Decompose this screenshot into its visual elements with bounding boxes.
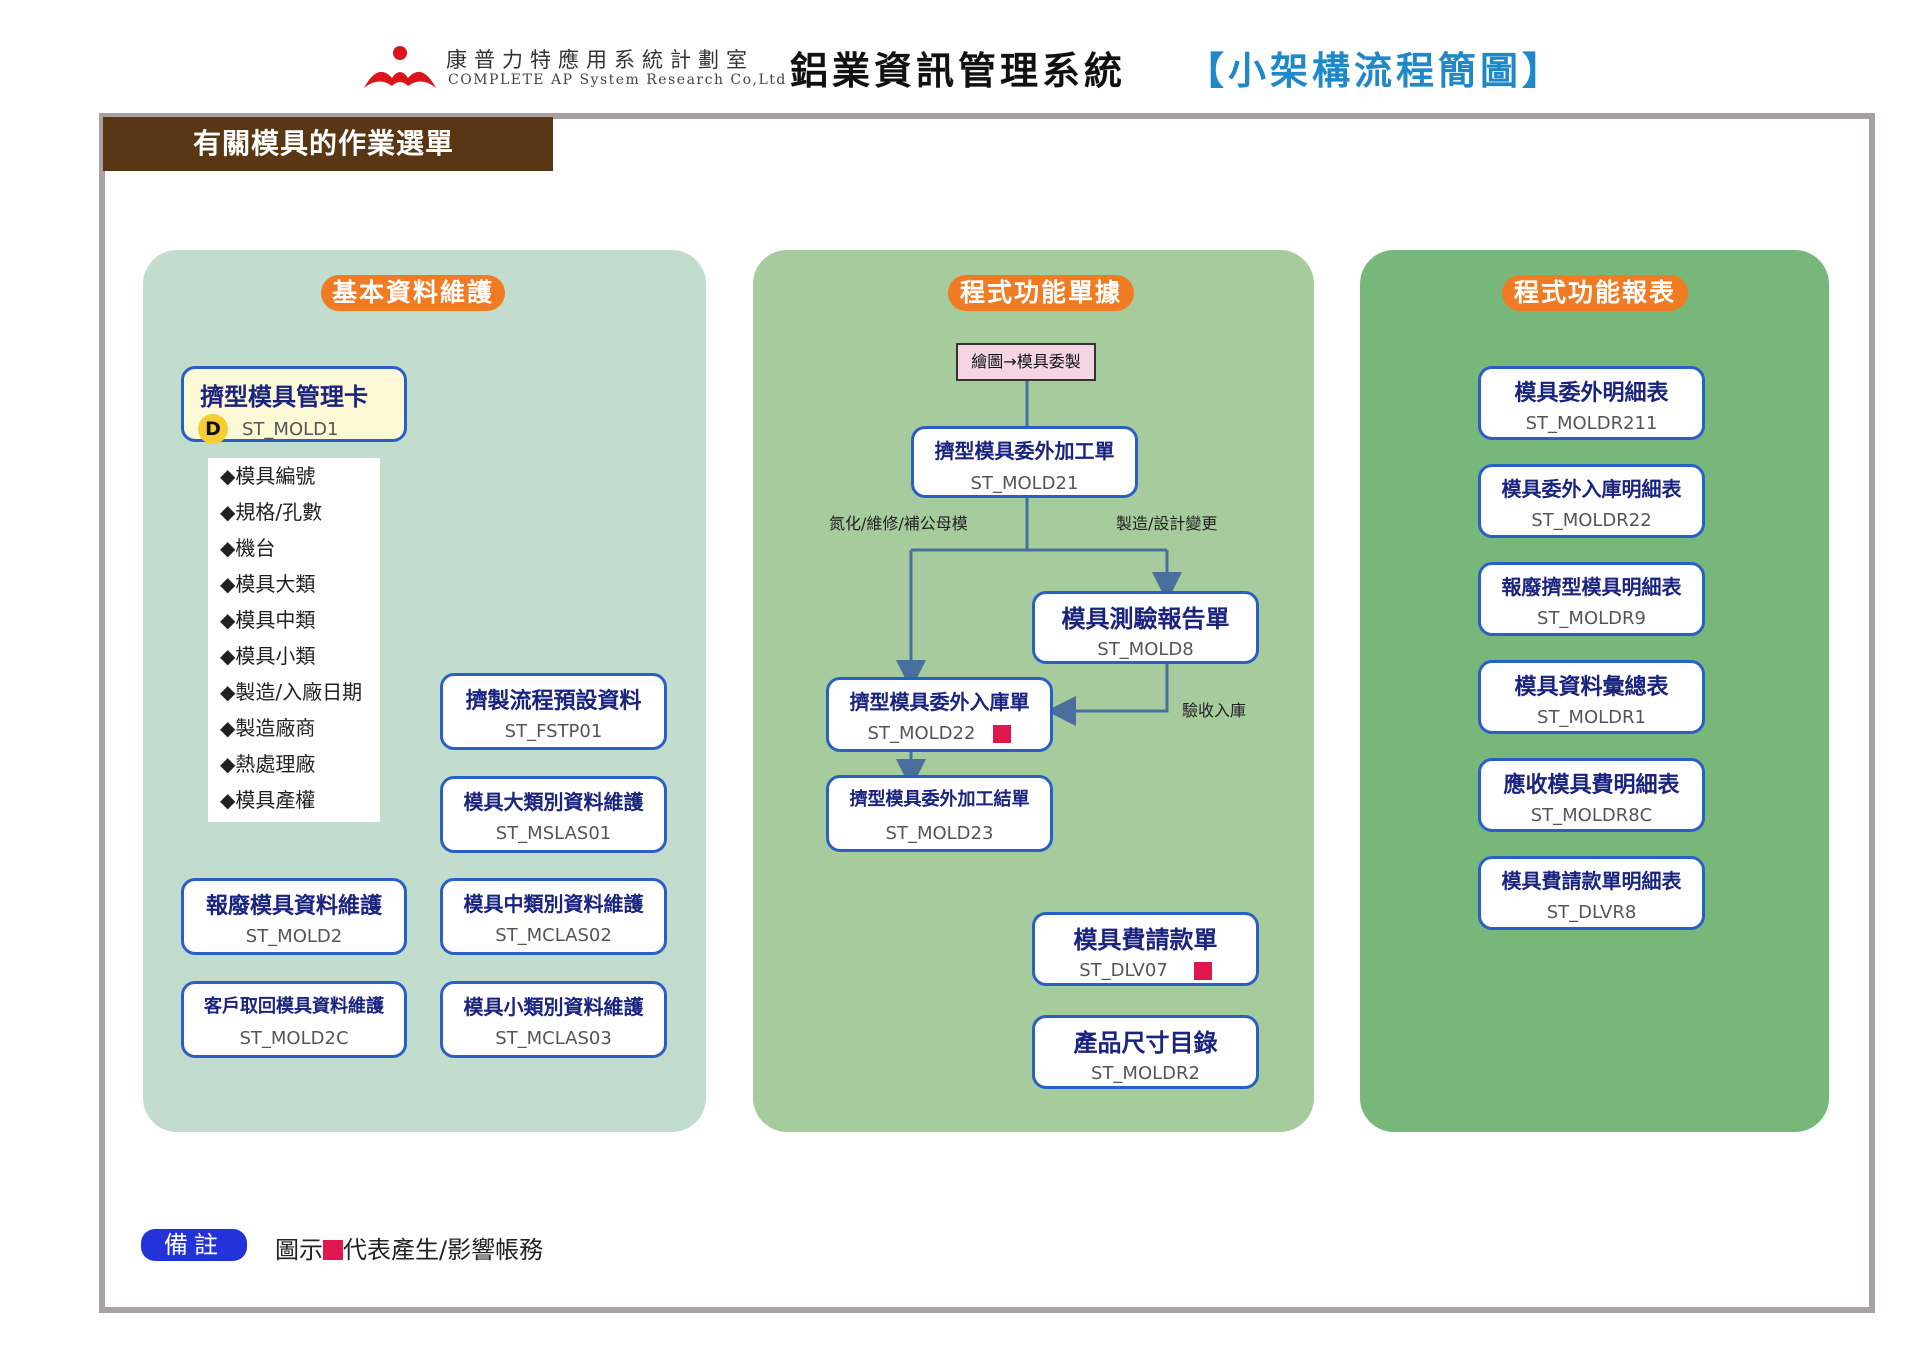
box-code: ST_MOLD21	[970, 473, 1079, 494]
box-title: 報廢模具資料維護	[205, 894, 382, 919]
box-st-mold23[interactable]: 擠型模具委外加工結單 ST_MOLD23	[826, 775, 1053, 852]
box-code: ST_MCLAS02	[495, 925, 612, 946]
box-st-mslas01[interactable]: 模具大類別資料維護 ST_MSLAS01	[440, 776, 667, 853]
box-title: 應收模具費明細表	[1503, 773, 1680, 798]
list-item: ◆製造/入廠日期	[220, 680, 363, 704]
box-code: ST_MOLDR211	[1525, 413, 1658, 434]
box-code: ST_DLVR8	[1546, 902, 1637, 923]
mold-card-title: 擠型模具管理卡	[200, 383, 368, 411]
box-st-moldr211[interactable]: 模具委外明細表 ST_MOLDR211	[1478, 366, 1705, 440]
flow-start-node: 繪圖→模具委製	[956, 343, 1096, 381]
box-title: 擠製流程預設資料	[465, 689, 642, 714]
company-name-en: COMPLETE AP System Research Co,Ltd	[448, 72, 787, 88]
system-title: 鋁業資訊管理系統	[790, 49, 1127, 93]
box-st-mclas03[interactable]: 模具小類別資料維護 ST_MCLAS03	[440, 981, 667, 1058]
box-code: ST_MOLD2C	[239, 1028, 349, 1049]
system-subtitle: 【小架構流程簡圖】	[1186, 49, 1565, 93]
box-code: ST_MOLDR2	[1091, 1063, 1200, 1084]
box-code: ST_MOLDR8C	[1530, 805, 1653, 826]
accounting-mark-icon	[323, 1240, 343, 1260]
box-code: ST_MOLDR1	[1537, 707, 1646, 728]
mold-card-code: ST_MOLD1	[242, 418, 339, 440]
accounting-mark-icon	[1193, 961, 1212, 980]
flow-connectors	[896, 381, 1182, 789]
box-title: 模具小類別資料維護	[463, 995, 644, 1019]
box-code: ST_MOLD8	[1097, 639, 1194, 660]
note-text-after: 代表產生/影響帳務	[343, 1236, 544, 1264]
box-st-mold2c[interactable]: 客戶取回模具資料維護 ST_MOLD2C	[181, 981, 407, 1058]
connector-accept	[1046, 664, 1169, 726]
main-frame	[99, 113, 1875, 1313]
list-item: ◆機台	[220, 536, 276, 560]
box-code: ST_MSLAS01	[495, 823, 612, 844]
company-name-cn: 康普力特應用系統計劃室	[446, 48, 754, 72]
box-st-mold21[interactable]: 擠型模具委外加工單 ST_MOLD21	[911, 426, 1138, 498]
box-title: 擠型模具委外加工單	[934, 439, 1115, 463]
box-title: 模具委外明細表	[1514, 381, 1669, 406]
box-st-dlvr8[interactable]: 模具費請款單明細表 ST_DLVR8	[1478, 856, 1705, 930]
note-text: 圖示代表產生/影響帳務	[275, 1230, 543, 1265]
box-title: 模具中類別資料維護	[463, 892, 644, 916]
box-code: ST_MOLD2	[245, 926, 343, 947]
box-title: 模具資料彙總表	[1514, 675, 1669, 700]
company-logo	[364, 46, 436, 88]
box-st-moldr1[interactable]: 模具資料彙總表 ST_MOLDR1	[1478, 660, 1705, 734]
box-title: 模具費請款單	[1073, 926, 1218, 954]
box-code: ST_MCLAS03	[495, 1028, 612, 1049]
list-item: ◆模具產權	[220, 788, 316, 812]
box-title: 報廢擠型模具明細表	[1501, 575, 1682, 599]
box-title: 擠型模具委外入庫單	[849, 690, 1030, 714]
menu-title: 有關模具的作業選單	[103, 117, 553, 171]
box-st-moldr22[interactable]: 模具委外入庫明細表 ST_MOLDR22	[1478, 464, 1705, 538]
panel-forms-label: 程式功能單據	[948, 275, 1134, 311]
panel-basic-label: 基本資料維護	[321, 275, 505, 311]
box-st-mold22[interactable]: 擠型模具委外入庫單 ST_MOLD22	[826, 677, 1053, 752]
box-st-moldr9[interactable]: 報廢擠型模具明細表 ST_MOLDR9	[1478, 562, 1705, 636]
panel-reports-label: 程式功能報表	[1502, 275, 1688, 311]
box-st-fstp01[interactable]: 擠製流程預設資料 ST_FSTP01	[440, 673, 667, 750]
mold-management-card[interactable]: 擠型模具管理卡 D ST_MOLD1	[181, 366, 407, 444]
list-item: ◆規格/孔數	[220, 500, 323, 524]
note-text-before: 圖示	[275, 1236, 323, 1264]
box-title: 模具測驗報告單	[1061, 605, 1230, 633]
accounting-mark-icon	[993, 724, 1012, 743]
list-item: ◆模具小類	[220, 644, 316, 668]
box-st-mold8[interactable]: 模具測驗報告單 ST_MOLD8	[1032, 591, 1259, 664]
box-code: ST_MOLDR22	[1531, 510, 1652, 531]
note-label: 備註	[141, 1229, 247, 1261]
box-title: 模具委外入庫明細表	[1501, 477, 1682, 501]
box-st-dlv07[interactable]: 模具費請款單 ST_DLV07	[1032, 912, 1259, 986]
list-item: ◆模具編號	[220, 464, 316, 488]
list-item: ◆製造廠商	[220, 716, 316, 740]
list-item: ◆熱處理廠	[220, 752, 316, 776]
box-title: 擠型模具委外加工結單	[849, 789, 1030, 810]
list-item: ◆模具大類	[220, 572, 316, 596]
list-item: ◆模具中類	[220, 608, 316, 632]
mold-field-list: ◆模具編號 ◆規格/孔數 ◆機台 ◆模具大類 ◆模具中類 ◆模具小類 ◆製造/入…	[208, 458, 380, 822]
box-code: ST_FSTP01	[504, 721, 603, 742]
box-st-moldr8c[interactable]: 應收模具費明細表 ST_MOLDR8C	[1478, 758, 1705, 832]
box-title: 模具費請款單明細表	[1501, 869, 1682, 893]
edge-label-accept: 驗收入庫	[1182, 701, 1247, 720]
box-code: ST_MOLD22	[867, 723, 976, 744]
box-code: ST_DLV07	[1079, 960, 1168, 981]
box-title: 客戶取回模具資料維護	[204, 996, 384, 1017]
d-badge-icon: D	[198, 414, 228, 444]
box-title: 模具大類別資料維護	[463, 790, 644, 814]
box-code: ST_MOLDR9	[1537, 608, 1646, 629]
box-st-mclas02[interactable]: 模具中類別資料維護 ST_MCLAS02	[440, 878, 667, 955]
edge-label-right: 製造/設計變更	[1116, 514, 1218, 533]
box-st-moldr2[interactable]: 產品尺寸目錄 ST_MOLDR2	[1032, 1015, 1259, 1089]
box-code: ST_MOLD23	[885, 823, 994, 844]
edge-label-left: 氮化/維修/補公母模	[829, 514, 968, 533]
box-title: 產品尺寸目錄	[1073, 1029, 1218, 1057]
box-st-mold2[interactable]: 報廢模具資料維護 ST_MOLD2	[181, 878, 407, 955]
